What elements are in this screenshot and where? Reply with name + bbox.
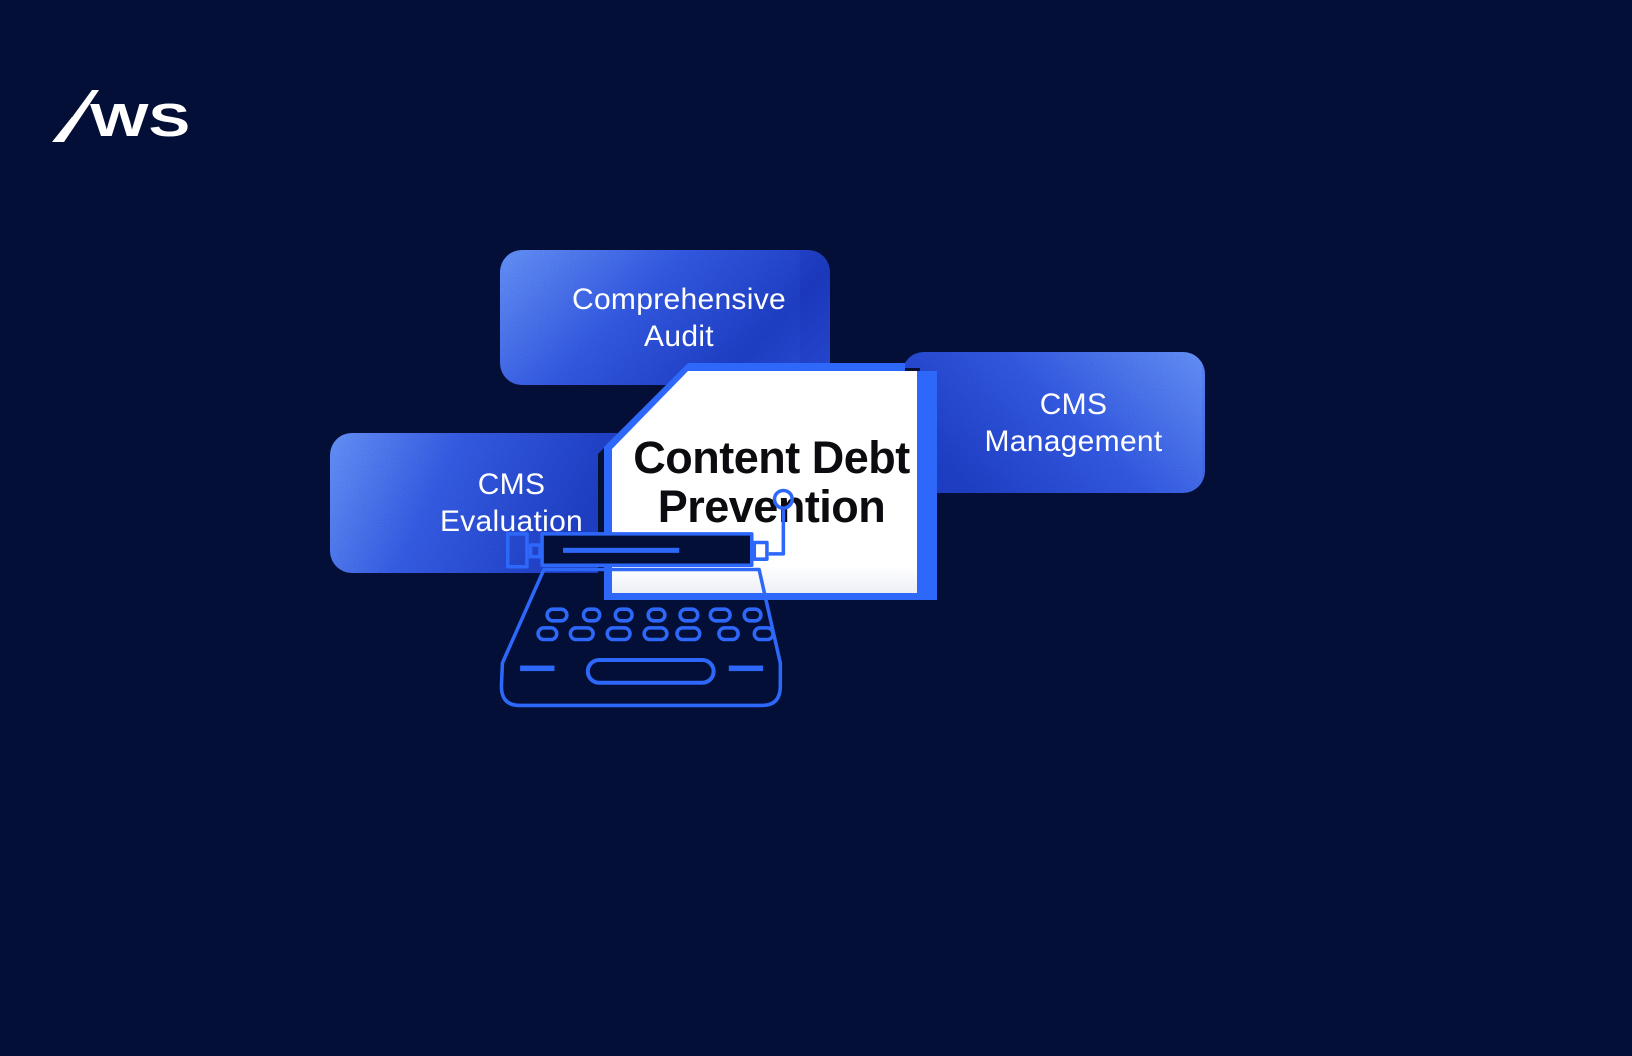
typewriter-key: [642, 626, 669, 642]
typewriter-key: [717, 626, 740, 642]
key-row-top: [545, 607, 763, 623]
return-lever: [768, 509, 786, 556]
center-title-line: Content Debt: [633, 432, 910, 483]
typewriter-key: [613, 607, 634, 623]
base-dash-right: [728, 665, 764, 672]
typewriter-key: [742, 607, 763, 623]
typewriter-body: [499, 567, 783, 708]
key-row-bottom: [536, 626, 775, 642]
typewriter-key: [646, 607, 667, 623]
return-lever-knob: [772, 488, 794, 510]
typewriter-key: [675, 626, 702, 642]
typewriter-key: [536, 626, 559, 642]
logo-text: WS: [90, 94, 190, 146]
typewriter-key: [545, 607, 569, 623]
logo-swoosh-icon: [52, 90, 99, 142]
box-label-line: Audit: [644, 319, 714, 353]
box-label-line: Evaluation: [439, 505, 584, 538]
typewriter-key: [581, 607, 602, 623]
company-logo: WS: [52, 90, 190, 146]
box-label-line: Management: [984, 424, 1163, 458]
typewriter-key: [752, 626, 775, 642]
platen-left-connector: [528, 543, 542, 559]
base-dash-left: [520, 665, 555, 672]
typewriter-key: [678, 607, 700, 623]
typewriter-key: [605, 626, 632, 642]
platen-paper-guide: [563, 547, 680, 553]
platen-right-knob: [752, 540, 769, 561]
platen-left-knob: [505, 532, 529, 569]
typewriter-icon: [499, 488, 794, 708]
typewriter-space-bar: [585, 657, 716, 685]
typewriter-key: [568, 626, 595, 642]
box-label-line: Comprehensive: [571, 282, 786, 316]
center-title-line: Prevention: [657, 481, 886, 532]
box-label-line: CMS: [1039, 387, 1108, 421]
typewriter-key: [708, 607, 732, 623]
box-label-line: CMS: [477, 468, 546, 501]
